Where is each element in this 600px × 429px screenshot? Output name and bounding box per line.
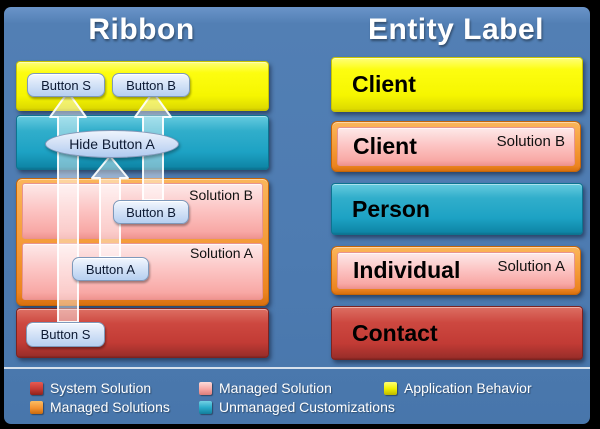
system-button-s: Button S xyxy=(26,322,105,347)
legend-label-managed-solution: Managed Solution xyxy=(219,380,332,396)
legend-item-managed-solution: Managed Solution xyxy=(199,380,332,396)
legend-label-managed-solutions: Managed Solutions xyxy=(50,399,170,415)
legend-item-application-behavior: Application Behavior xyxy=(384,380,532,396)
legend-label-unmanaged-customizations: Unmanaged Customizations xyxy=(219,399,395,415)
entity-label-client-app: Client xyxy=(352,71,416,97)
legend-divider xyxy=(4,367,590,369)
unmanaged-customizations-swatch-icon xyxy=(199,400,212,414)
entity-row-unmanaged: Person xyxy=(331,183,583,235)
legend-item-unmanaged-customizations: Unmanaged Customizations xyxy=(199,399,395,415)
legend-item-managed-solutions: Managed Solutions xyxy=(30,399,170,415)
legend-label-system-solution: System Solution xyxy=(50,380,152,396)
solution-a-button-a: Button A xyxy=(72,257,149,281)
entity-annotation-solution-a: Solution A xyxy=(497,258,565,275)
entity-row-individual-solution-a: Individual Solution A xyxy=(331,246,581,295)
legend-label-application-behavior: Application Behavior xyxy=(404,380,532,396)
solution-b-note: Solution B xyxy=(189,187,253,203)
solution-b-button-b: Button B xyxy=(113,200,189,224)
legend-item-system-solution: System Solution xyxy=(30,380,151,396)
entity-label-contact: Contact xyxy=(352,319,438,346)
entity-label-column-title: Entity Label xyxy=(367,13,545,46)
managed-solutions-swatch-icon xyxy=(30,400,43,414)
ribbon-column-title: Ribbon xyxy=(88,13,195,46)
solution-a-note: Solution A xyxy=(189,245,253,261)
managed-solution-swatch-icon xyxy=(199,381,212,395)
entity-label-person: Person xyxy=(352,195,430,222)
entity-annotation-solution-b: Solution B xyxy=(496,133,565,150)
ribbon-top-button-s: Button S xyxy=(27,73,105,97)
entity-row-client-inner: Client Solution B xyxy=(337,127,575,166)
entity-row-system: Contact xyxy=(331,306,583,360)
entity-row-application-behavior: Client xyxy=(331,57,583,112)
entity-row-client-solution-b: Client Solution B xyxy=(331,121,581,172)
hide-button-a-ellipse: Hide Button A xyxy=(45,130,179,158)
ribbon-top-button-b: Button B xyxy=(112,73,190,97)
system-solution-swatch-icon xyxy=(30,381,43,395)
application-behavior-swatch-icon xyxy=(384,381,397,395)
entity-row-individual-inner: Individual Solution A xyxy=(337,252,575,289)
entity-label-client-managed: Client xyxy=(353,133,417,159)
entity-label-individual: Individual xyxy=(353,257,461,283)
